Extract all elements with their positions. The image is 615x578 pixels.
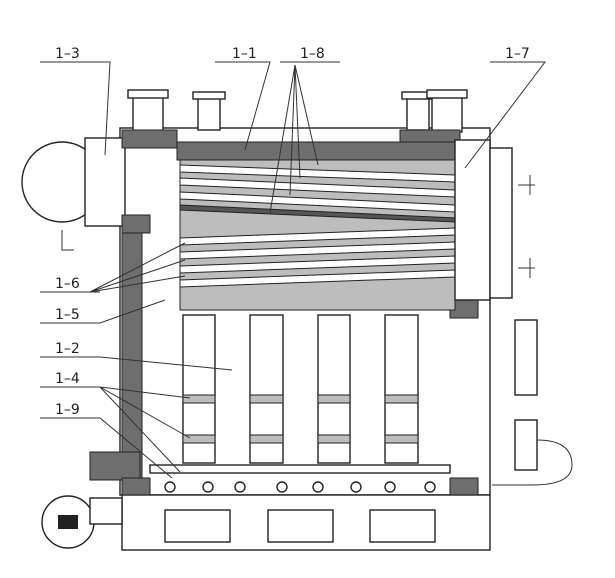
- label-1-2: 1–2: [55, 341, 80, 357]
- ash-door-1: [164, 509, 231, 543]
- label-1-6: 1–6: [55, 276, 80, 292]
- top-nozzles: [127, 89, 468, 133]
- leader-lines: [40, 61, 547, 479]
- fire-tube-bank: [179, 159, 456, 311]
- label-1-1: 1–1: [232, 46, 257, 62]
- bottom-headers: [164, 481, 436, 493]
- grate-sections: [149, 314, 451, 474]
- fan-grille-icon: [58, 515, 78, 529]
- rear-chamber: [454, 139, 573, 486]
- label-1-8: 1–8: [300, 46, 325, 62]
- label-1-9: 1–9: [55, 402, 80, 418]
- label-1-4: 1–4: [55, 371, 80, 387]
- ash-door-2: [267, 509, 334, 543]
- fan-duct: [89, 497, 123, 525]
- label-1-3: 1–3: [55, 46, 80, 62]
- drain-pipe: [61, 230, 74, 251]
- label-1-5: 1–5: [55, 307, 80, 323]
- refractory-walls: [89, 129, 479, 496]
- label-1-7: 1–7: [505, 46, 530, 62]
- ash-door-3: [369, 509, 436, 543]
